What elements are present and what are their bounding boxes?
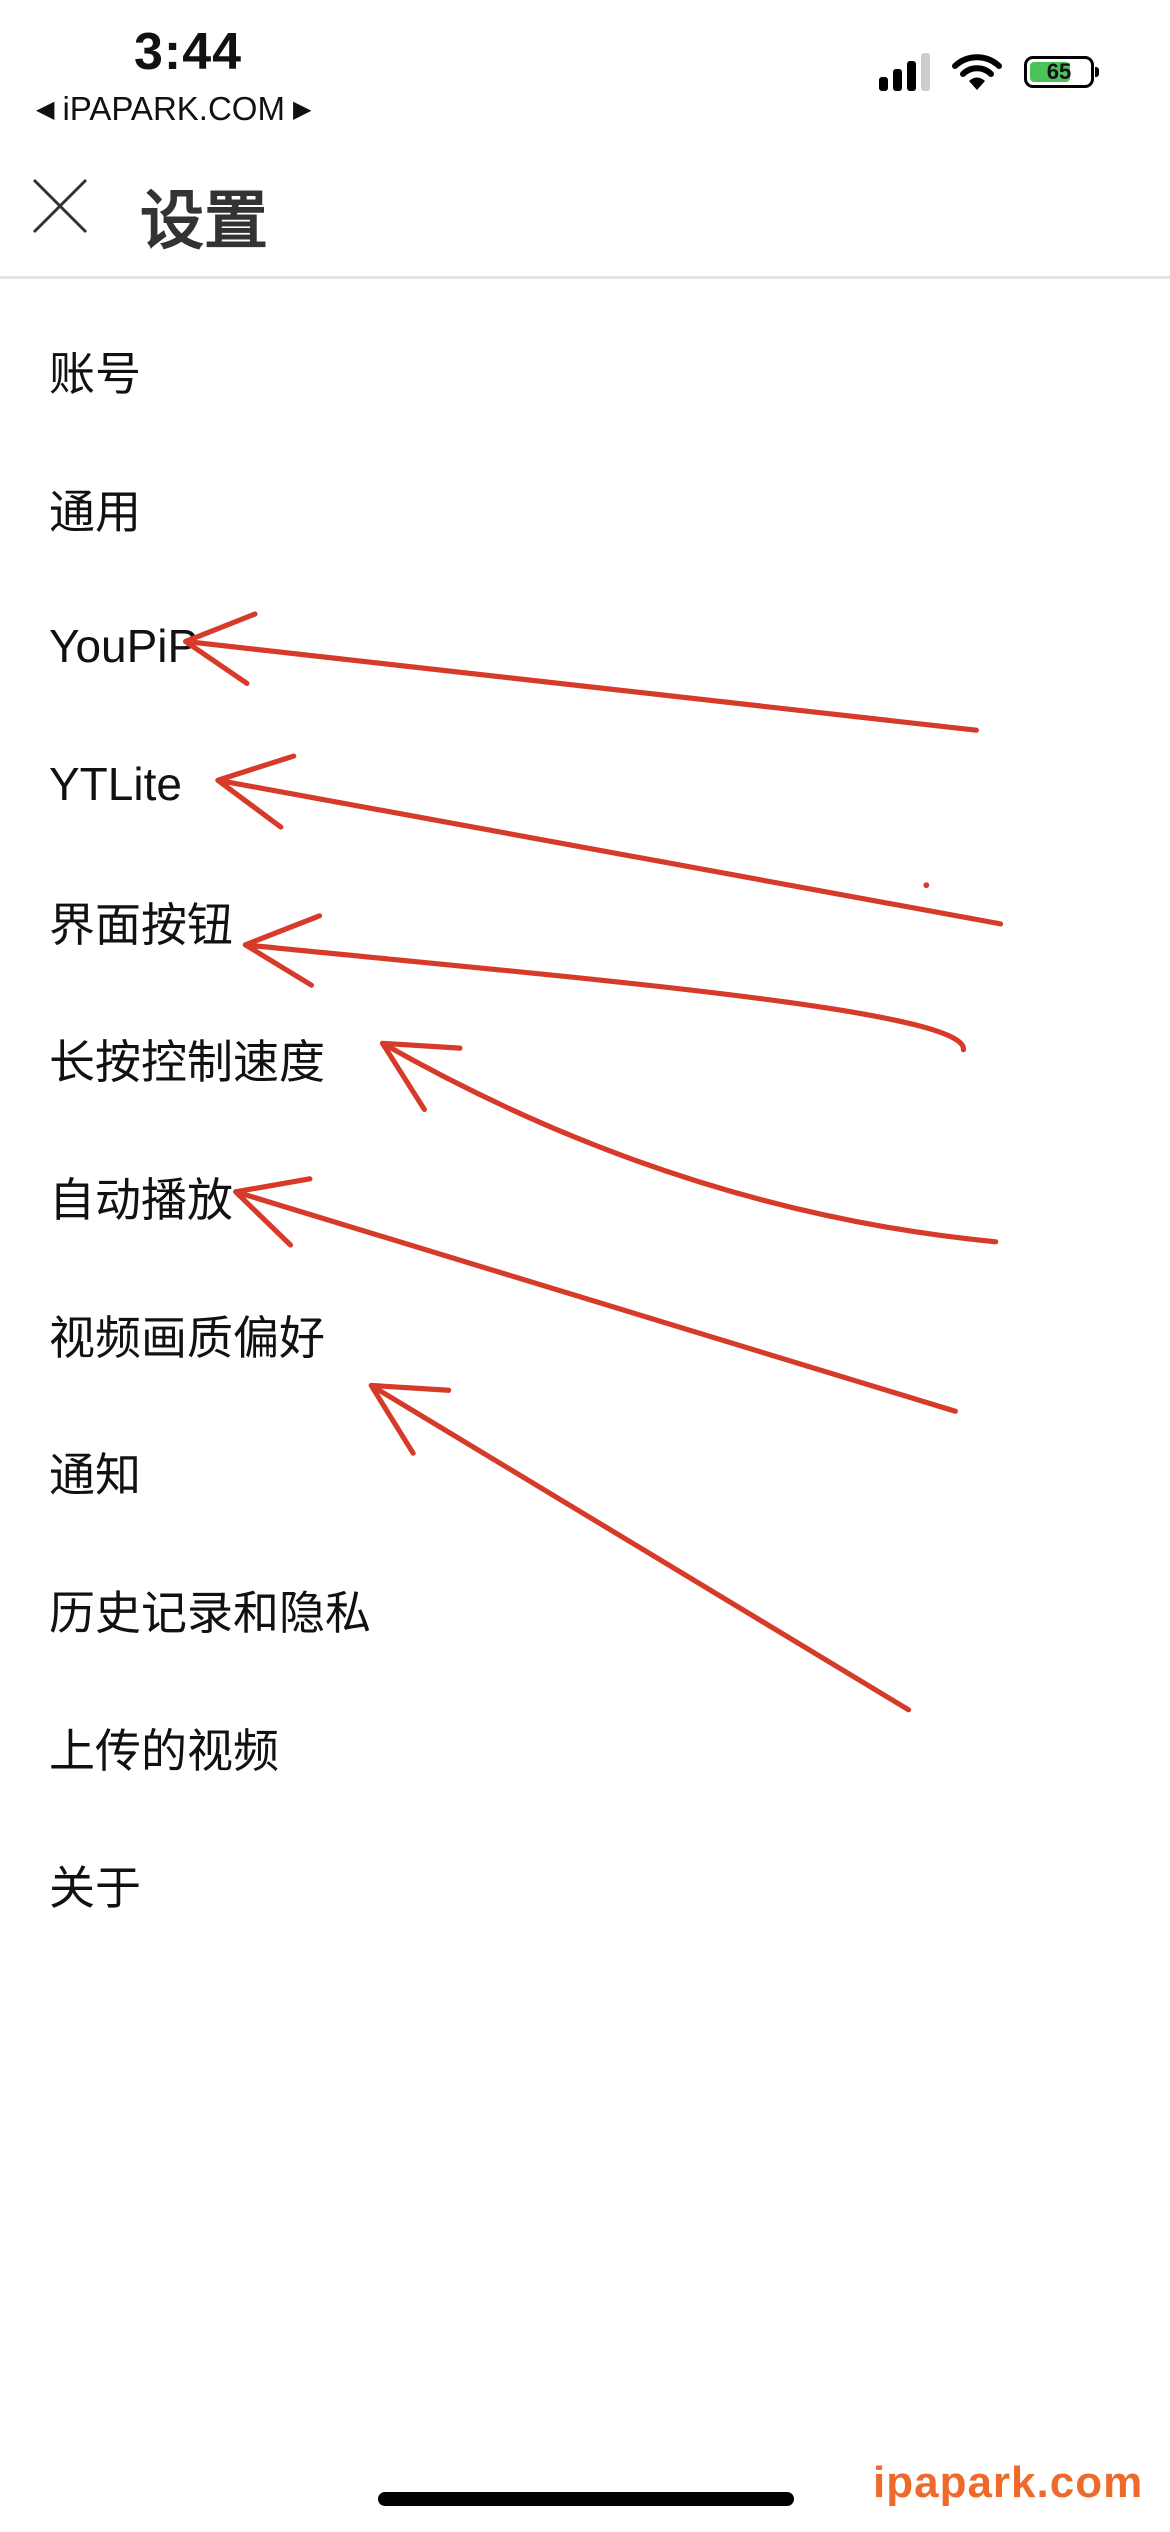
menu-item-youpip[interactable]: YouPiP — [49, 620, 199, 673]
battery-level: 65 — [1046, 59, 1072, 84]
close-icon[interactable] — [32, 178, 88, 234]
wifi-icon — [952, 54, 1002, 90]
menu-item-about[interactable]: 关于 — [49, 1862, 141, 1915]
menu-item-long-press-speed[interactable]: 长按控制速度 — [49, 1036, 325, 1089]
menu-item-history-privacy[interactable]: 历史记录和隐私 — [49, 1587, 371, 1640]
menu-item-general[interactable]: 通用 — [49, 485, 141, 538]
battery-icon: 65 — [1024, 56, 1099, 88]
menu-item-ytlite[interactable]: YTLite — [49, 757, 182, 810]
back-to-app-button[interactable]: ◀ iPAPARK.COM ▶ — [36, 90, 311, 128]
settings-menu: 账号 通用 YouPiP YTLite 界面按钮 长按控制速度 自动播放 视频画… — [0, 302, 1170, 1954]
page-title: 设置 — [140, 185, 268, 257]
menu-item-video-quality[interactable]: 视频画质偏好 — [49, 1311, 325, 1364]
cellular-signal-icon — [879, 53, 930, 91]
status-icons: 65 — [879, 52, 1099, 92]
forward-triangle-icon: ▶ — [292, 95, 312, 123]
header-divider — [0, 276, 1170, 279]
home-indicator[interactable] — [378, 2492, 794, 2506]
back-app-label: iPAPARK.COM — [62, 90, 285, 127]
menu-item-uploaded-videos[interactable]: 上传的视频 — [49, 1724, 279, 1777]
menu-item-notifications[interactable]: 通知 — [49, 1449, 141, 1502]
back-triangle-icon: ◀ — [36, 95, 55, 123]
menu-item-account[interactable]: 账号 — [49, 347, 141, 400]
status-time: 3:44 — [134, 23, 243, 81]
menu-item-interface-buttons[interactable]: 界面按钮 — [49, 898, 233, 951]
menu-item-autoplay[interactable]: 自动播放 — [49, 1173, 233, 1226]
watermark: ipapark.com — [873, 2458, 1144, 2507]
